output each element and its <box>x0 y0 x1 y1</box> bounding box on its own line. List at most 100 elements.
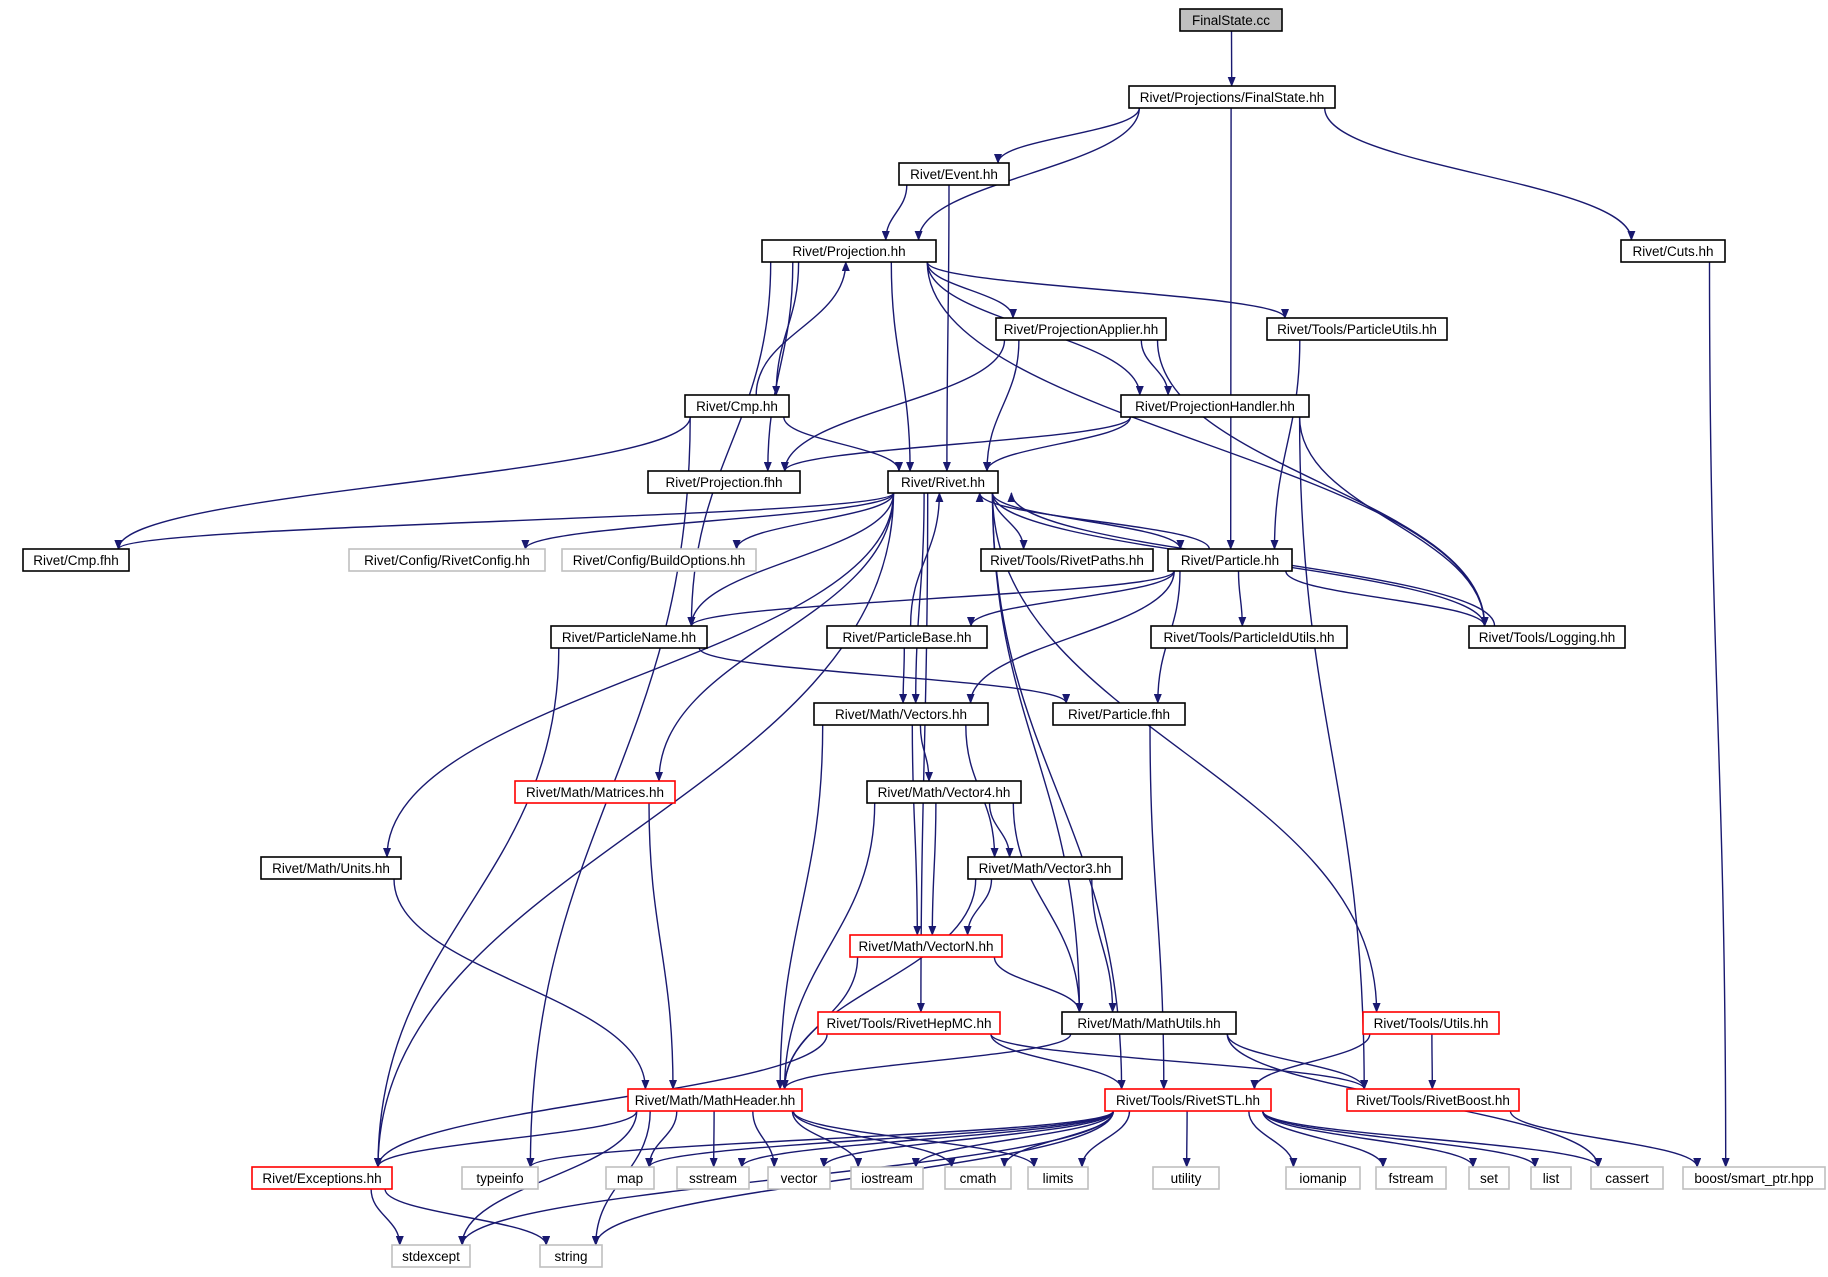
node-matrices[interactable]: Rivet/Math/Matrices.hh <box>514 780 676 804</box>
node-box-matrices <box>514 780 676 804</box>
node-cmpfhh[interactable]: Rivet/Cmp.fhh <box>22 548 130 572</box>
edge-rivethepmc-to-rivetstl <box>990 1033 1126 1090</box>
node-box-vectorn <box>849 934 1003 958</box>
node-particlename[interactable]: Rivet/ParticleName.hh <box>550 625 708 649</box>
node-label-projhandler: Rivet/ProjectionHandler.hh <box>1135 399 1295 414</box>
edge-projection-to-particleutils <box>926 261 1289 319</box>
node-projfhh[interactable]: Rivet/Projection.fhh <box>647 470 801 494</box>
node-box-buildoptions <box>561 548 757 572</box>
node-label-particlename: Rivet/ParticleName.hh <box>562 630 696 645</box>
node-particleidutils[interactable]: Rivet/Tools/ParticleIdUtils.hh <box>1150 625 1348 649</box>
node-particlebase[interactable]: Rivet/ParticleBase.hh <box>826 625 988 649</box>
node-iomanip[interactable]: iomanip <box>1285 1166 1361 1190</box>
node-cassert[interactable]: cassert <box>1590 1166 1664 1190</box>
node-list[interactable]: list <box>1530 1166 1572 1190</box>
edge-particlebase-to-rivet <box>909 492 944 627</box>
node-box-particleidutils <box>1150 625 1348 649</box>
edge-particleutils-to-particle <box>1270 339 1301 550</box>
node-event[interactable]: Rivet/Event.hh <box>898 162 1010 186</box>
node-mathheader[interactable]: Rivet/Math/MathHeader.hh <box>627 1088 803 1112</box>
node-label-rivet: Rivet/Rivet.hh <box>901 475 985 490</box>
edge-projection-to-projfhh <box>763 261 794 472</box>
node-label-rivetconfig: Rivet/Config/RivetConfig.hh <box>364 553 530 568</box>
node-cmp[interactable]: Rivet/Cmp.hh <box>684 394 790 418</box>
node-units[interactable]: Rivet/Math/Units.hh <box>260 856 402 880</box>
node-buildoptions[interactable]: Rivet/Config/BuildOptions.hh <box>561 548 757 572</box>
node-iostream[interactable]: iostream <box>850 1166 924 1190</box>
node-vector4[interactable]: Rivet/Math/Vector4.hh <box>866 780 1022 804</box>
edge-projhandler-to-projfhh <box>780 416 1132 472</box>
node-fstream[interactable]: fstream <box>1375 1166 1447 1190</box>
node-label-set: set <box>1480 1171 1498 1186</box>
node-logging[interactable]: Rivet/Tools/Logging.hh <box>1468 625 1626 649</box>
node-rivetstl[interactable]: Rivet/Tools/RivetSTL.hh <box>1104 1088 1272 1112</box>
edge-rivet-to-particlename <box>687 492 895 627</box>
node-rivetpaths[interactable]: Rivet/Tools/RivetPaths.hh <box>980 548 1154 572</box>
node-label-smartptr: boost/smart_ptr.hpp <box>1694 1171 1813 1186</box>
edge-projapplier-to-projfhh <box>780 339 1006 472</box>
edge-projhandler-to-rivetboost <box>1298 416 1369 1090</box>
node-rivetconfig[interactable]: Rivet/Config/RivetConfig.hh <box>348 548 546 572</box>
node-finalstate_cc: FinalState.cc <box>1179 8 1283 32</box>
node-projhandler[interactable]: Rivet/ProjectionHandler.hh <box>1120 394 1310 418</box>
edge-particle-to-rivet <box>975 492 1210 550</box>
node-exceptions[interactable]: Rivet/Exceptions.hh <box>251 1166 393 1190</box>
node-map[interactable]: map <box>605 1166 655 1190</box>
edge-exceptions-to-stdexcept <box>370 1188 404 1246</box>
node-label-particlefhh: Rivet/Particle.fhh <box>1068 707 1170 722</box>
node-sstream[interactable]: sstream <box>676 1166 750 1190</box>
node-vector3[interactable]: Rivet/Math/Vector3.hh <box>967 856 1123 880</box>
node-label-vectorn: Rivet/Math/VectorN.hh <box>858 939 993 954</box>
node-smartptr[interactable]: boost/smart_ptr.hpp <box>1682 1166 1826 1190</box>
node-particleutils[interactable]: Rivet/Tools/ParticleUtils.hh <box>1266 317 1448 341</box>
edge-cmp-to-projection <box>755 261 850 396</box>
node-particle[interactable]: Rivet/Particle.hh <box>1167 548 1293 572</box>
node-label-particleidutils: Rivet/Tools/ParticleIdUtils.hh <box>1163 630 1334 645</box>
node-rivethepmc[interactable]: Rivet/Tools/RivetHepMC.hh <box>817 1011 1001 1035</box>
edge-event-to-projection <box>881 184 908 241</box>
node-rivetboost[interactable]: Rivet/Tools/RivetBoost.hh <box>1346 1088 1520 1112</box>
node-limits[interactable]: limits <box>1027 1166 1089 1190</box>
node-typeinfo[interactable]: typeinfo <box>461 1166 539 1190</box>
node-vectorn[interactable]: Rivet/Math/VectorN.hh <box>849 934 1003 958</box>
node-mathutils[interactable]: Rivet/Math/MathUtils.hh <box>1061 1011 1237 1035</box>
node-particlefhh[interactable]: Rivet/Particle.fhh <box>1052 702 1186 726</box>
node-vector[interactable]: vector <box>767 1166 831 1190</box>
node-box-vector3 <box>967 856 1123 880</box>
node-cuts[interactable]: Rivet/Cuts.hh <box>1620 239 1726 263</box>
node-label-rivetpaths: Rivet/Tools/RivetPaths.hh <box>990 553 1144 568</box>
edge-matrices-to-mathheader <box>648 802 677 1090</box>
node-box-particlename <box>550 625 708 649</box>
node-projection[interactable]: Rivet/Projection.hh <box>761 239 937 263</box>
edge-event-to-rivet <box>942 184 951 472</box>
node-box-exceptions <box>251 1166 393 1190</box>
node-utility[interactable]: utility <box>1152 1166 1220 1190</box>
node-box-rivet <box>887 470 999 494</box>
node-label-cmath: cmath <box>960 1171 997 1186</box>
node-box-set <box>1468 1166 1510 1190</box>
node-label-particlebase: Rivet/ParticleBase.hh <box>842 630 971 645</box>
edge-rivetstl-to-limits <box>1078 1110 1131 1168</box>
edge-vectors-to-mathheader <box>776 724 824 1090</box>
node-string[interactable]: string <box>539 1244 603 1268</box>
edge-particlename-to-exceptions <box>374 647 560 1168</box>
node-set[interactable]: set <box>1468 1166 1510 1190</box>
node-stdexcept[interactable]: stdexcept <box>391 1244 471 1268</box>
node-label-projapplier: Rivet/ProjectionApplier.hh <box>1004 322 1159 337</box>
node-box-rivetstl <box>1104 1088 1272 1112</box>
node-box-vectors <box>813 702 989 726</box>
edge-vector4-to-mathutils <box>1012 802 1084 1013</box>
node-box-utils <box>1362 1011 1500 1035</box>
node-rivet[interactable]: Rivet/Rivet.hh <box>887 470 999 494</box>
node-utils[interactable]: Rivet/Tools/Utils.hh <box>1362 1011 1500 1035</box>
node-vectors[interactable]: Rivet/Math/Vectors.hh <box>813 702 989 726</box>
edge-utils-to-rivetstl <box>1250 1033 1371 1090</box>
node-cmath[interactable]: cmath <box>944 1166 1012 1190</box>
node-projapplier[interactable]: Rivet/ProjectionApplier.hh <box>995 317 1167 341</box>
edge-projection-to-projapplier <box>926 261 1017 319</box>
node-box-cuts <box>1620 239 1726 263</box>
node-label-particle: Rivet/Particle.hh <box>1181 553 1279 568</box>
node-label-rivetstl: Rivet/Tools/RivetSTL.hh <box>1116 1093 1260 1108</box>
node-proj_finalstate[interactable]: Rivet/Projections/FinalState.hh <box>1128 85 1336 109</box>
